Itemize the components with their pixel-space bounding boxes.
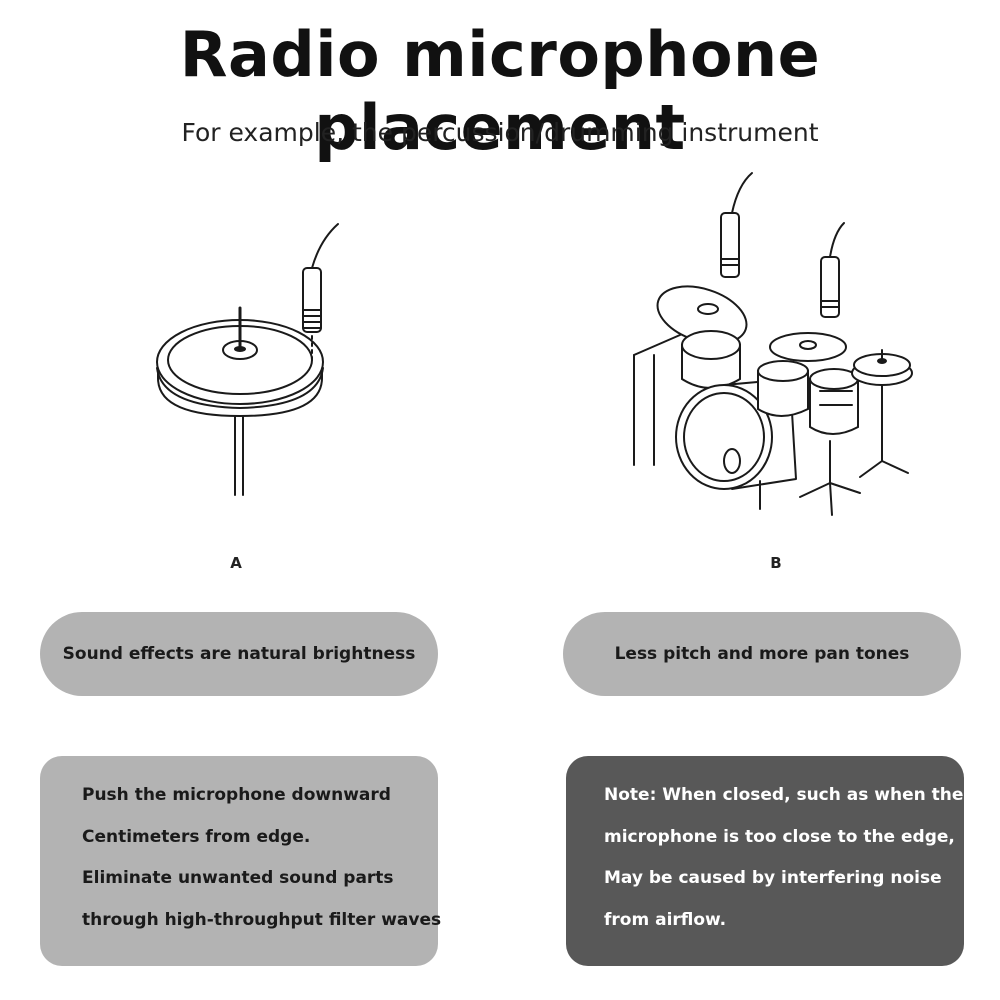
figure-b-caption: Less pitch and more pan tones	[563, 612, 961, 696]
note-line: from airflow.	[604, 909, 727, 930]
drum-kit-illustration	[633, 172, 913, 516]
hihat-cymbal-illustration	[156, 223, 339, 496]
figure-a-caption: Sound effects are natural brightness	[40, 612, 438, 696]
instructions-card: Push the microphone downward Centimeters…	[40, 756, 442, 966]
figure-b-label: B	[770, 554, 782, 572]
instruction-line: through high-throughput filter waves	[82, 909, 442, 930]
note-line: microphone is too close to the edge,	[604, 826, 955, 847]
figure-a-caption-text: Sound effects are natural brightness	[62, 644, 416, 664]
instruction-line: Push the microphone downward	[82, 785, 391, 805]
page-title: Radio microphone placement	[179, 18, 821, 164]
page-subtitle: For example, the percussion/drumming ins…	[181, 118, 819, 147]
instruction-line: Eliminate unwanted sound parts	[82, 868, 394, 888]
figure-a-label: A	[230, 554, 242, 572]
note-line: Note: When closed, such as when the	[604, 785, 964, 805]
instruction-line: Centimeters from edge.	[82, 826, 311, 847]
figure-b-caption-text: Less pitch and more pan tones	[614, 644, 910, 664]
note-card: Note: When closed, such as when the micr…	[566, 756, 964, 966]
note-line: May be caused by interfering noise	[604, 868, 942, 888]
